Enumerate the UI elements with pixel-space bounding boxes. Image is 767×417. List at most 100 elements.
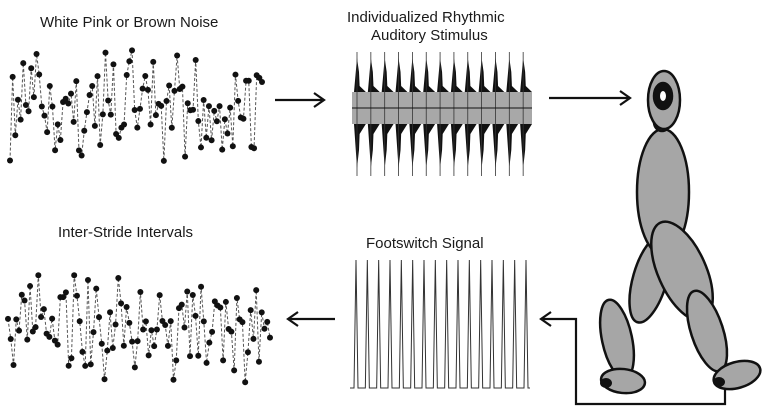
noise-point — [160, 157, 167, 164]
noise-point — [144, 86, 151, 93]
interval-point — [228, 328, 235, 335]
noise-point — [221, 116, 228, 123]
interval-point — [73, 292, 80, 299]
noise-point — [12, 132, 19, 139]
noise-point — [224, 130, 231, 137]
noise-point — [105, 97, 112, 104]
noise-point — [208, 137, 215, 144]
noise-point — [70, 118, 77, 125]
interval-point — [104, 347, 111, 354]
noise-point — [192, 56, 199, 63]
interval-point — [255, 358, 262, 365]
noise-point — [251, 145, 258, 152]
stimulus-waveform — [352, 52, 532, 176]
noise-point — [73, 78, 80, 85]
interval-point — [71, 272, 78, 279]
noise-point — [75, 147, 82, 154]
noise-point — [136, 105, 143, 112]
interval-point — [21, 297, 28, 304]
noise-point — [179, 83, 186, 90]
interval-point — [250, 335, 257, 342]
noise-point — [259, 78, 265, 85]
interval-point — [164, 342, 171, 349]
interval-point — [203, 359, 210, 366]
noise-plot — [7, 47, 265, 164]
interval-point — [145, 352, 152, 359]
noise-point — [57, 136, 64, 143]
stimulus-pulse-upper — [437, 58, 449, 92]
noise-point — [83, 109, 90, 116]
noise-point — [139, 85, 146, 92]
interval-point — [242, 379, 249, 386]
noise-point — [123, 71, 130, 78]
noise-point — [81, 127, 88, 134]
noise-point — [52, 147, 59, 154]
noise-point — [110, 61, 117, 68]
noise-point — [163, 98, 170, 105]
stimulus-pulse-upper — [520, 58, 532, 92]
noise-point — [44, 129, 51, 136]
inter-stride-title: Inter-Stride Intervals — [58, 224, 194, 241]
interval-point — [170, 376, 177, 383]
ear-headphone-inner — [660, 91, 666, 101]
interval-point — [142, 318, 149, 325]
stimulus-title-line1: Individualized Rhythmic — [347, 9, 505, 26]
interval-point — [261, 325, 268, 332]
interval-point — [198, 283, 205, 290]
stimulus-pulse-upper — [367, 58, 380, 92]
interval-point — [90, 329, 97, 336]
interval-point — [231, 367, 238, 374]
interval-point — [40, 306, 47, 313]
noise-point — [213, 118, 220, 125]
noise-point — [168, 124, 175, 131]
interval-point — [222, 298, 229, 305]
interval-point — [140, 326, 147, 333]
interval-point — [60, 294, 67, 301]
interval-point — [267, 334, 273, 341]
interval-point — [68, 355, 75, 362]
inter-stride-plot — [5, 272, 273, 386]
interval-point — [247, 307, 254, 314]
noise-point — [99, 111, 106, 118]
noise-point — [94, 73, 101, 80]
footswitch-trace — [350, 259, 530, 389]
interval-point — [107, 309, 114, 316]
interval-point — [5, 315, 11, 322]
noise-point — [182, 153, 189, 160]
stimulus-pulse-upper — [450, 58, 463, 92]
stimulus-title-line2: Auditory Stimulus — [371, 27, 488, 44]
stimulus-pulse-lower — [492, 124, 505, 168]
arrow-noise-to-stimulus — [275, 92, 326, 108]
interval-point — [258, 309, 265, 316]
stimulus-pulse-lower — [506, 124, 519, 168]
noise-point — [68, 90, 75, 97]
noise-point — [245, 77, 252, 84]
interval-point — [233, 295, 240, 302]
stimulus-pulse-upper — [409, 58, 422, 92]
stimulus-pulse-upper — [478, 58, 491, 92]
noise-point — [7, 157, 13, 164]
interval-point — [206, 339, 213, 346]
back-foot — [599, 367, 647, 395]
noise-point — [219, 146, 226, 153]
noise-point — [129, 47, 136, 54]
stimulus-pulse-lower — [437, 124, 449, 168]
noise-point — [30, 94, 37, 101]
interval-point — [192, 312, 199, 319]
interval-point — [82, 362, 89, 369]
interval-point — [18, 291, 25, 298]
interval-point — [209, 328, 216, 335]
interval-point — [84, 277, 91, 284]
noise-point — [174, 52, 181, 59]
arrow-stimulus-to-walker — [549, 90, 632, 106]
interval-point — [189, 292, 196, 299]
noise-point — [38, 103, 45, 110]
interval-point — [181, 324, 188, 331]
noise-point — [216, 103, 223, 110]
front-lower-leg — [685, 289, 729, 373]
stimulus-pulse-lower — [450, 124, 463, 168]
stimulus-pulse-lower — [354, 124, 366, 168]
noise-point — [28, 65, 35, 72]
interval-point — [98, 340, 105, 347]
noise-point — [203, 134, 210, 141]
